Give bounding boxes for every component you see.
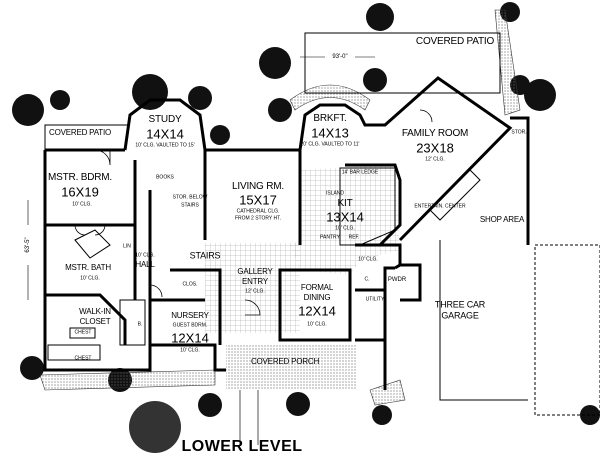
master-bath-label: MSTR. BATH [65, 263, 111, 272]
depth-dimension-label: 63'-5" [25, 237, 31, 253]
covered-porch-label: COVERED PORCH [250, 357, 320, 366]
kitchen-ceiling: 10' CLG. [335, 225, 355, 232]
storage-label: STOR. [511, 129, 527, 136]
bar-ledge-label: 14' BAR LEDGE [341, 169, 379, 176]
nursery-sub-label: GUEST BDRM. [172, 322, 208, 329]
plan-title: LOWER LEVEL [181, 438, 303, 455]
master-bedroom-size: 16X19 [61, 184, 99, 200]
master-bedroom-label: MSTR. BDRM. [48, 172, 112, 183]
refrigerator-label: REF. [348, 234, 360, 241]
brkft-ceiling: 20' CLG. VAULTED TO 11' [300, 141, 360, 148]
formal-dining-label: FORMAL [300, 283, 334, 292]
closet-label: C. [364, 276, 370, 283]
nursery-label: NURSERY [171, 311, 209, 320]
walk-in-closet-label: WALK-IN [79, 307, 111, 316]
width-dimension-label: 93'-0" [332, 54, 348, 60]
bath-label: B. [137, 321, 143, 328]
family-room-ceiling: 12' CLG. [425, 156, 445, 163]
study-ceiling: 10' CLG. VAULTED TO 15' [135, 142, 195, 149]
shop-area-label: SHOP AREA [479, 215, 525, 224]
gallery-ceiling: 12' CLG. [245, 288, 265, 295]
family-room-label: FAMILY ROOM [401, 128, 469, 139]
entertainment-center-label: ENTERTAIN. CENTER [414, 203, 466, 210]
door-swings [74, 109, 433, 316]
study-size: 14X14 [146, 126, 184, 142]
chest-label: CHEST [74, 329, 92, 336]
formal-dining-size: 12X14 [298, 303, 336, 319]
nursery-closet-label: CLOS. [182, 281, 198, 288]
walk-in-closet-label-2: CLOSET [79, 317, 111, 326]
living-room-size: 15X17 [239, 192, 277, 208]
chest-label-2: CHEST [74, 355, 92, 362]
kitchen-hall-ceiling: 10' CLG. [358, 256, 378, 263]
living-room-ceiling: CATHEDRAL CLG. [236, 208, 280, 215]
garage-label: THREE CAR [434, 299, 486, 310]
utility-label: UTILITY [365, 296, 385, 303]
hedges [39, 9, 521, 406]
stairs-label: STAIRS [189, 250, 221, 261]
hall-ceiling: 10' CLG. [135, 252, 155, 259]
brkft-size: 14X13 [311, 125, 349, 141]
living-room-ceiling-2: FROM 2 STORY HT. [234, 215, 282, 222]
formal-dining-label-2: DINING [303, 293, 331, 302]
family-room-size: 23X18 [416, 140, 454, 156]
pantry-label: PANTRY [320, 234, 340, 241]
walls [43, 76, 530, 390]
kitchen-size: 13X14 [326, 209, 364, 225]
front-walkway [239, 390, 259, 445]
island-label: ISLAND [325, 190, 345, 197]
entry-label: ENTRY [242, 277, 268, 286]
master-bath-ceiling: 10' CLG. [80, 275, 100, 282]
storage-below-stairs-label: STOR. BELOW [172, 194, 208, 201]
linen-label: LIN [123, 243, 131, 250]
hall-label: HALL [135, 260, 155, 269]
nursery-ceiling: 10' CLG. [180, 347, 200, 354]
covered-patio-rear-label: COVERED PATIO [415, 36, 495, 47]
formal-dining-ceiling: 10' CLG. [307, 321, 327, 328]
nursery-size: 12X14 [171, 330, 209, 346]
kitchen-label: KIT [337, 198, 353, 209]
study-label: STUDY [148, 114, 182, 125]
living-room-label: LIVING RM. [232, 181, 284, 192]
garage-label-2: GARAGE [441, 310, 479, 321]
books-label: BOOKS [156, 174, 174, 181]
storage-below-stairs-label-2: STAIRS [181, 202, 199, 209]
gallery-label: GALLERY [237, 267, 273, 276]
master-bedroom-ceiling: 10' CLG. [72, 201, 92, 208]
brkft-label: BRKFT. [313, 113, 347, 124]
powder-room-label: PWDR [387, 277, 407, 283]
covered-patio-side-label: COVERED PATIO [48, 128, 112, 137]
thin-walls [44, 32, 600, 416]
